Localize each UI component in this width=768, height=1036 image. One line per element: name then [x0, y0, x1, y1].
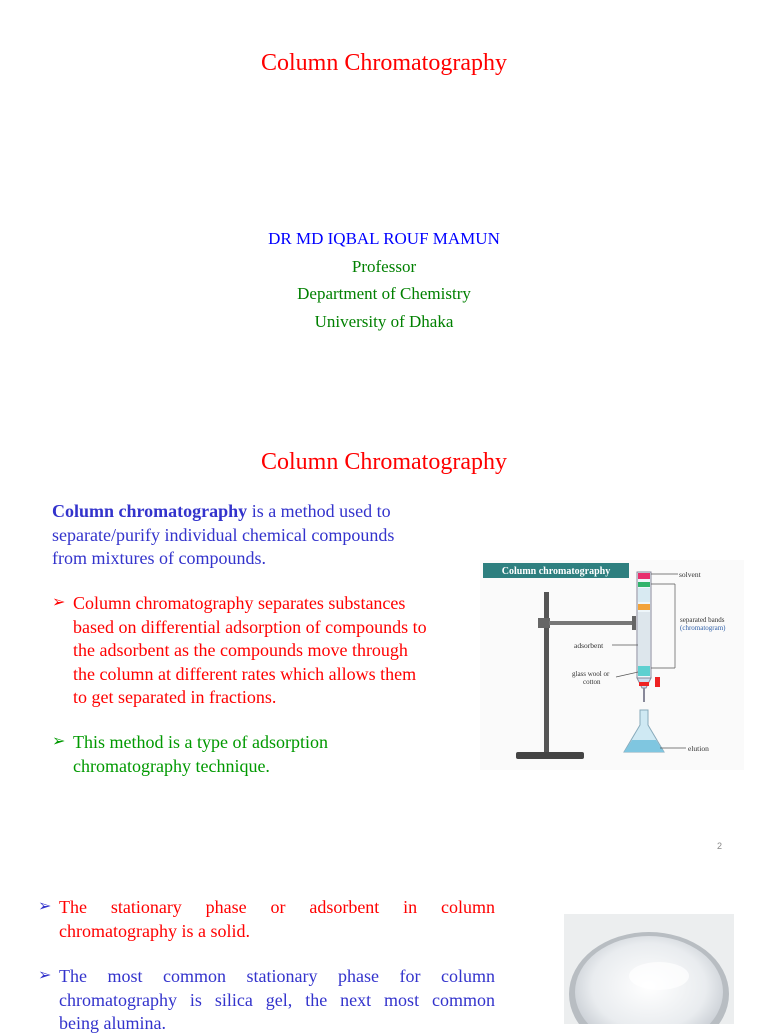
bullet-adsorption-line: the adsorbent as the compounds move thro… — [73, 640, 408, 660]
intro-paragraph: Column chromatography is a method used t… — [52, 500, 452, 571]
bullet-adsorption: Column chromatography separates substanc… — [73, 592, 463, 710]
arrow-bullet-icon: ➢ — [38, 898, 52, 915]
clamp-arm — [549, 621, 635, 625]
intro-line2: separate/purify individual chemical comp… — [52, 524, 395, 545]
bullet-stationary-phase: The stationary phase or adsorbent in col… — [59, 896, 495, 943]
stopcock — [639, 682, 649, 686]
label-separated-bands: separated bands — [680, 616, 725, 624]
bullet-silica-line: The most common stationary phase for col… — [59, 966, 495, 986]
page-number: 2 — [716, 841, 722, 851]
author-university: University of Dhaka — [314, 312, 454, 331]
bullet-stationary-line: chromatography is a solid. — [59, 920, 250, 941]
stand-rod — [544, 592, 549, 756]
author-department: Department of Chemistry — [297, 284, 471, 303]
label-adsorbent: adsorbent — [574, 641, 604, 650]
column-tip — [643, 688, 645, 702]
bullet-stationary-line: The stationary phase or adsorbent in col… — [59, 897, 495, 917]
bullet-silica-line: chromatography is silica gel, the next m… — [59, 989, 495, 1010]
author-position: Professor — [351, 257, 417, 276]
arrow-bullet-icon: ➢ — [38, 967, 52, 984]
figure-header-text: Column chromatography — [502, 566, 610, 577]
label-cotton: cotton — [583, 678, 601, 686]
bullet-adsorption-line: the column at different rates which allo… — [73, 663, 417, 684]
glass-wool — [638, 666, 650, 676]
label-solvent: solvent — [679, 570, 702, 579]
clamp-holder — [538, 618, 550, 628]
clamp-jaw — [632, 616, 636, 630]
band-orange — [638, 604, 650, 610]
bullet-adsorption-line: to get separated in fractions. — [73, 687, 277, 707]
silica-gel-dish-image — [564, 914, 734, 1024]
bullet-method-type: This method is a type of adsorption chro… — [73, 731, 463, 778]
band-pink — [638, 573, 650, 579]
stand-base — [516, 752, 584, 759]
author-name: DR MD IQBAL ROUF MAMUN — [268, 229, 500, 248]
stopcock-handle — [655, 677, 660, 687]
label-glass-wool: glass wool or — [572, 670, 610, 678]
bullet-silica-gel: The most common stationary phase for col… — [59, 965, 495, 1036]
adsorbent-layer — [638, 612, 650, 666]
bullet-adsorption-line: based on differential adsorption of comp… — [73, 616, 427, 637]
label-elution: elution — [688, 744, 709, 753]
bullet-method-line: chromatography technique. — [73, 755, 270, 776]
arrow-bullet-icon: ➢ — [52, 733, 66, 750]
eluate-liquid — [624, 740, 664, 752]
solvent-layer — [638, 588, 650, 602]
intro-bold-term: Column chromatography — [52, 501, 248, 521]
figure-header-bar — [483, 563, 629, 578]
arrow-bullet-icon: ➢ — [52, 594, 66, 611]
band-green — [638, 582, 650, 587]
intro-line1-rest: is a method used to — [247, 501, 391, 521]
bullet-adsorption-line: Column chromatography separates substanc… — [73, 593, 406, 613]
label-chromatogram: (chromatogram) — [680, 624, 726, 632]
slide1-title: Column Chromatography — [261, 50, 507, 76]
slide2-title: Column Chromatography — [261, 449, 507, 475]
bullet-method-line: This method is a type of adsorption — [73, 732, 328, 752]
column-chromatography-figure: Column chromatography solvent separated … — [480, 560, 744, 770]
intro-line3: from mixtures of compounds. — [52, 548, 266, 568]
